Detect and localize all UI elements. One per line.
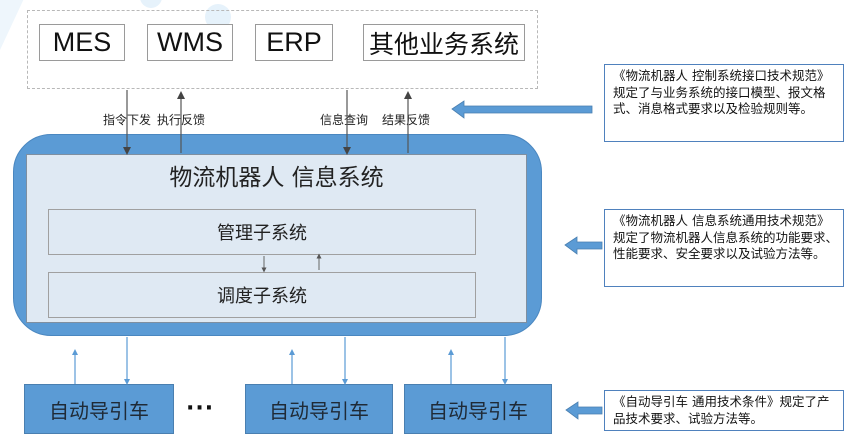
info-system-title: 物流机器人 信息系统 <box>169 165 384 191</box>
callout-arrow-info-system <box>564 236 603 255</box>
business-system-wms[interactable]: WMS <box>147 24 233 61</box>
callout-info-system-spec: 《物流机器人 信息系统通用技术规范》规定了物流机器人信息系统的功能要求、性能要求… <box>604 209 844 287</box>
callout-agv-spec: 《自动导引车 通用技术条件》规定了产品技术要求、试验方法等。 <box>604 390 844 431</box>
business-system-other[interactable]: 其他业务系统 <box>363 24 525 61</box>
callout-interface-spec: 《物流机器人 控制系统接口技术规范》规定了与业务系统的接口模型、报文格式、消息格… <box>604 64 844 142</box>
business-systems-group <box>27 10 538 89</box>
callout-text: 《物流机器人 控制系统接口技术规范》规定了与业务系统的接口模型、报文格式、消息格… <box>613 68 830 116</box>
business-system-label: MES <box>52 27 112 57</box>
agv-box[interactable]: 自动导引车 <box>404 384 552 434</box>
flow-label-info-query: 信息查询 <box>320 113 369 127</box>
business-system-label: 其他业务系统 <box>368 29 519 59</box>
agv-box[interactable]: 自动导引车 <box>24 384 174 434</box>
business-system-label: ERP <box>266 27 322 57</box>
subsystem-scheduling[interactable]: 调度子系统 <box>48 272 476 318</box>
callout-arrow-interface <box>451 100 593 119</box>
agv-label: 自动导引车 <box>428 398 528 423</box>
callout-arrow-agv <box>565 401 603 420</box>
subsystem-label: 调度子系统 <box>217 286 307 307</box>
agv-label: 自动导引车 <box>49 398 149 423</box>
agv-box[interactable]: 自动导引车 <box>245 384 393 434</box>
agv-label: 自动导引车 <box>269 398 369 423</box>
subsystem-management[interactable]: 管理子系统 <box>48 209 476 255</box>
business-system-label: WMS <box>157 27 223 57</box>
subsystem-label: 管理子系统 <box>217 223 307 244</box>
business-system-erp[interactable]: ERP <box>255 24 333 61</box>
flow-label-result-feedback: 结果反馈 <box>382 113 431 127</box>
callout-text: 《物流机器人 信息系统通用技术规范》规定了物流机器人信息系统的功能要求、性能要求… <box>613 213 839 261</box>
background-decoration <box>140 0 162 8</box>
callout-text: 《自动导引车 通用技术条件》规定了产品技术要求、试验方法等。 <box>613 394 830 426</box>
info-system-panel <box>26 154 527 323</box>
ellipsis: ··· <box>186 396 215 421</box>
business-system-mes[interactable]: MES <box>39 24 125 61</box>
